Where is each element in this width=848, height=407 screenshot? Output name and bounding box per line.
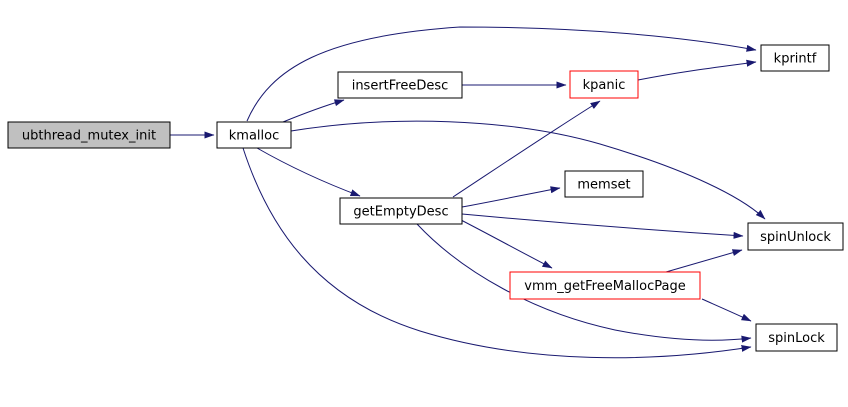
graph-node-getEmptyDesc[interactable]: getEmptyDesc xyxy=(339,197,463,225)
graph-node-kprintf[interactable]: kprintf xyxy=(760,44,830,72)
graph-node-box[interactable] xyxy=(564,170,644,198)
graph-node-box[interactable] xyxy=(337,71,463,99)
graph-node-label: kpanic xyxy=(583,78,626,93)
graph-node-vmm_getFreeMallocPage[interactable]: vmm_getFreeMallocPage xyxy=(509,271,701,300)
edge-getEmptyDesc-to-memset xyxy=(461,186,561,208)
graph-node-label: memset xyxy=(577,178,630,193)
graph-node-label: kprintf xyxy=(774,52,817,67)
graph-node-box[interactable] xyxy=(747,222,844,251)
edge-getEmptyDesc-to-spinLock xyxy=(416,223,752,343)
graph-node-box[interactable] xyxy=(216,121,292,149)
edge-getEmptyDesc-to-vmm_getFreeMallocPage xyxy=(460,219,553,269)
graph-node-label: insertFreeDesc xyxy=(352,79,449,94)
graph-node-box[interactable] xyxy=(755,323,838,352)
graph-node-box[interactable] xyxy=(509,271,701,300)
edge-getEmptyDesc-to-kpanic xyxy=(452,100,601,198)
edges-layer xyxy=(170,26,766,359)
edge-getEmptyDesc-to-spinUnlock xyxy=(461,213,744,239)
graph-node-label: vmm_getFreeMallocPage xyxy=(524,279,685,294)
edge-vmm_getFreeMallocPage-to-spinUnlock xyxy=(665,249,743,273)
graph-node-box[interactable] xyxy=(569,70,639,99)
edge-kmalloc-to-getEmptyDesc xyxy=(256,147,361,197)
graph-node-kmalloc[interactable]: kmalloc xyxy=(216,121,292,149)
graph-node-label: kmalloc xyxy=(229,129,279,144)
graph-node-label: getEmptyDesc xyxy=(353,205,448,220)
edge-kmalloc-to-spinLock xyxy=(242,147,752,359)
graph-node-kpanic[interactable]: kpanic xyxy=(569,70,639,99)
nodes-layer: ubthread_mutex_init kmalloc insertFreeDesc… xyxy=(7,44,844,352)
edge-kmalloc-to-spinUnlock xyxy=(290,120,766,220)
graph-node-label: spinUnlock xyxy=(760,230,831,245)
graph-node-box[interactable] xyxy=(760,44,830,72)
graph-node-spinUnlock[interactable]: spinUnlock xyxy=(747,222,844,251)
graph-node-box[interactable] xyxy=(339,197,463,225)
graph-node-ubthread_mutex_init[interactable]: ubthread_mutex_init xyxy=(7,121,171,149)
edge-vmm_getFreeMallocPage-to-spinLock xyxy=(701,298,752,322)
graph-node-box[interactable] xyxy=(7,121,171,149)
graph-node-insertFreeDesc[interactable]: insertFreeDesc xyxy=(337,71,463,99)
graph-node-spinLock[interactable]: spinLock xyxy=(755,323,838,352)
edge-kmalloc-to-kprintf xyxy=(246,26,757,122)
graph-node-memset[interactable]: memset xyxy=(564,170,644,198)
graph-node-label: ubthread_mutex_init xyxy=(22,129,156,144)
edge-kmalloc-to-insertFreeDesc xyxy=(282,99,345,123)
graph-node-label: spinLock xyxy=(768,331,825,346)
edge-kpanic-to-kprintf xyxy=(637,59,757,81)
